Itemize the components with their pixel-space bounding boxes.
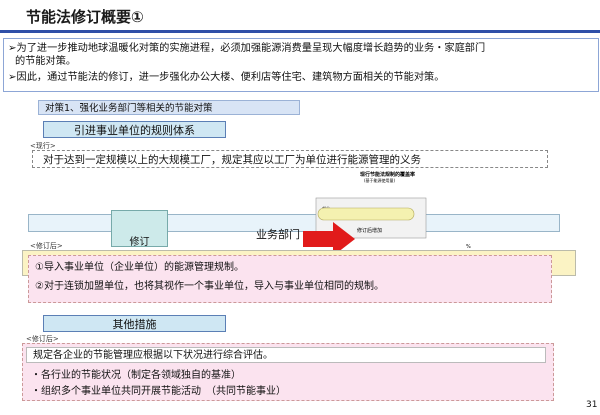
intro-line-1: ➢为了进一步推动地球温暖化对策的实施进程，必须加强能源消费量呈现大幅度增长趋势的… xyxy=(8,43,486,54)
page-title: 节能法修订概要① xyxy=(26,8,144,26)
mini-chart-title: 现行节能法规制的覆盖率 xyxy=(360,171,415,178)
other-measures-box: 其他措施 xyxy=(43,315,226,332)
bullet-1: ・各行业的节能状况（制定各领域独自的基准） xyxy=(31,370,241,381)
red-arrow-icon xyxy=(303,222,355,256)
revised-item-2: ②对于连锁加盟单位，也将其视作一个事业单位，导入与事业单位相同的规制。 xyxy=(35,281,384,292)
current-tag: <现行> xyxy=(30,142,56,150)
coverage-bar xyxy=(317,207,415,221)
strategy-header: 对策1、强化业务部门等相关的节能对策 xyxy=(38,100,300,115)
page-number: 31 xyxy=(586,400,598,410)
mini-chart-bar-label: 修订后增加 xyxy=(357,227,382,234)
bullet-2: ・组织多个事业单位共同开展节能活动 （共同节能事业） xyxy=(31,386,286,397)
current-rule-box: 对于达到一定规模以上的大规模工厂，规定其应以工厂为单位进行能源管理的义务 xyxy=(32,150,548,168)
revised-tag-2: <修订后> xyxy=(26,335,59,343)
mini-chart-subtitle: (基于能源使用量) xyxy=(364,177,396,183)
rule-system-box: 引进事业单位的规则体系 xyxy=(43,121,226,138)
revised-item-1: ①导入事业单位（企业单位）的能源管理规制。 xyxy=(35,262,244,273)
revised-tag-1: <修订后> xyxy=(30,242,63,250)
intro-box: ➢为了进一步推动地球温暖化对策的实施进程，必须加强能源消费量呈现大幅度增长趋势的… xyxy=(3,38,599,92)
other-measures-lead: 规定各企业的节能管理应根据以下状况进行综合评估。 xyxy=(26,347,546,363)
revised-items-box: ①导入事业单位（企业单位）的能源管理规制。 ②对于连锁加盟单位，也将其视作一个事… xyxy=(28,255,552,303)
revise-tab: 修订 xyxy=(111,210,168,248)
mini-chart-unit: % xyxy=(466,244,471,250)
intro-line-2: 的节能对策。 xyxy=(15,56,77,67)
intro-line-3: ➢因此，通过节能法的修订，进一步强化办公大楼、便利店等住宅、建筑物方面相关的节能… xyxy=(8,72,445,83)
title-rule xyxy=(0,30,600,33)
business-sector-label: 业务部门 xyxy=(256,228,300,241)
